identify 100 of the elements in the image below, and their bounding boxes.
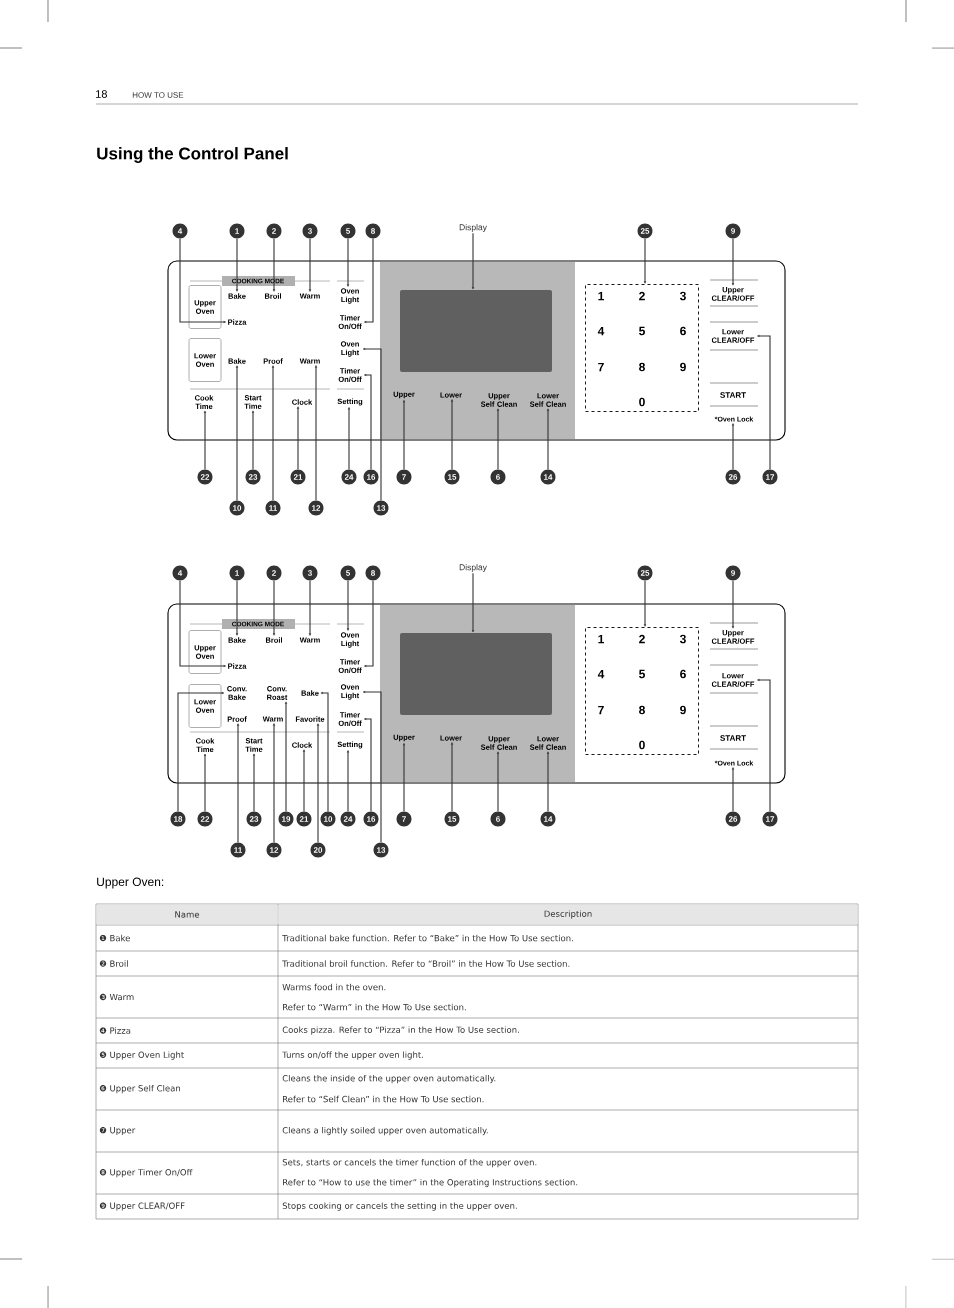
callout-number: 8 <box>365 565 381 581</box>
table-text: ❾ Upper CLEAR/OFF <box>99 1202 185 1211</box>
leader-line <box>731 423 735 470</box>
leader-line <box>235 580 239 636</box>
table-text: Cleans a lightly soiled upper oven automatically. <box>282 1126 488 1136</box>
leader-line <box>271 365 275 501</box>
callout-number: 26 <box>725 811 741 827</box>
keypad-digit: 7 <box>598 705 604 715</box>
table-text: Sets, starts or cancels the timer function of the upper oven. <box>282 1158 537 1168</box>
callout-number: 23 <box>245 469 261 485</box>
callout-number: 14 <box>540 469 556 485</box>
keypad-digit: 9 <box>680 705 686 715</box>
callout-number: 13 <box>373 500 389 516</box>
keypad-digit: 6 <box>680 326 686 336</box>
callout-number: 21 <box>296 811 312 827</box>
callout-number: 12 <box>266 842 282 858</box>
section-heading: Upper Oven: <box>97 877 164 889</box>
callout-label: Display <box>459 564 487 572</box>
callout-number: 8 <box>365 223 381 239</box>
leader-line <box>496 751 500 812</box>
leader-line <box>272 723 276 843</box>
leader-line <box>179 580 226 668</box>
table-text: ❽ Upper Timer On/Off <box>99 1168 193 1178</box>
leader-line <box>272 238 276 292</box>
table-text: Traditional broil function. Refer to “Broil” in the How To Use section. <box>282 960 570 967</box>
leader-line <box>302 749 306 812</box>
callout-number: 26 <box>725 469 741 485</box>
table-text: Turns on/off the upper oven light. <box>282 1051 423 1060</box>
callout-number: 15 <box>444 469 460 485</box>
callout-number: 1 <box>229 565 245 581</box>
leader-line <box>471 232 475 290</box>
button-label: START <box>720 392 746 398</box>
leader-line <box>296 406 300 470</box>
leader-line <box>364 580 374 668</box>
callout-number: 16 <box>363 811 379 827</box>
callout-number: 16 <box>363 469 379 485</box>
keypad-digit: 6 <box>680 669 686 679</box>
callout-number: 11 <box>265 500 281 516</box>
leader-line <box>731 580 735 629</box>
leader-line <box>314 365 318 501</box>
callout-number: 3 <box>302 565 318 581</box>
callout-number: 14 <box>540 811 556 827</box>
leader-line <box>364 717 372 812</box>
button-label: START <box>720 735 746 741</box>
leader-line <box>731 238 735 286</box>
leader-line <box>177 691 225 812</box>
leader-line <box>251 410 255 470</box>
keypad-digit: 5 <box>639 669 645 679</box>
table-text: ❻ Upper Self Clean <box>99 1084 181 1094</box>
leader-line <box>546 751 550 812</box>
leader-line <box>346 750 350 812</box>
page-title: Using the Control Panel <box>97 147 288 163</box>
table-text: Stops cooking or cancels the setting in the upper oven. <box>282 1202 517 1211</box>
keypad-digit: 4 <box>597 326 605 336</box>
callout-number: 18 <box>170 811 186 827</box>
leader-line <box>402 400 406 470</box>
callout-number: 21 <box>290 469 306 485</box>
display-screen <box>400 633 552 715</box>
leader-line <box>252 753 256 812</box>
leader-line <box>362 347 382 501</box>
keypad-digit: 9 <box>680 362 686 372</box>
callout-number: 24 <box>340 811 356 827</box>
leader-line <box>757 334 771 470</box>
running-header: HOW TO USE <box>132 92 184 98</box>
keypad-digit: 3 <box>679 291 686 301</box>
callout-number: 11 <box>230 842 246 858</box>
callout-number: 25 <box>637 565 653 581</box>
leader-line <box>362 690 382 843</box>
leader-line <box>320 691 329 812</box>
callout-number: 12 <box>308 500 324 516</box>
callout-label: Display <box>459 224 487 232</box>
keypad <box>585 284 699 412</box>
leader-line <box>364 238 374 324</box>
callout-number: 10 <box>320 811 336 827</box>
callout-number: 17 <box>762 811 778 827</box>
keypad-digit: 3 <box>679 634 686 644</box>
callout-number: 5 <box>340 223 356 239</box>
leader-line <box>731 767 735 812</box>
table-text: Cleans the inside of the upper oven automatically. <box>282 1074 496 1084</box>
keypad-digit: 8 <box>639 705 645 715</box>
keypad <box>585 627 699 755</box>
keypad-digit: 5 <box>639 326 645 336</box>
callout-number: 9 <box>725 565 741 581</box>
leader-line <box>284 701 288 812</box>
table-text: ❼ Upper <box>99 1127 136 1136</box>
leader-line <box>496 408 500 470</box>
callout-number: 24 <box>341 469 357 485</box>
callout-number: 6 <box>490 811 506 827</box>
callout-number: 2 <box>266 223 282 239</box>
table-text: ❶ Bake <box>99 934 130 942</box>
table-text: Refer to “Self Clean” in the How To Use section. <box>283 1095 484 1103</box>
leader-line <box>308 580 312 636</box>
callout-number: 13 <box>373 842 389 858</box>
page-number: 18 <box>96 90 107 98</box>
leader-line <box>203 410 207 470</box>
keypad-digit: 4 <box>597 669 605 679</box>
leader-line <box>346 238 350 287</box>
leader-line <box>236 723 240 843</box>
keypad-digit: 7 <box>598 362 604 372</box>
leader-line <box>757 678 771 812</box>
